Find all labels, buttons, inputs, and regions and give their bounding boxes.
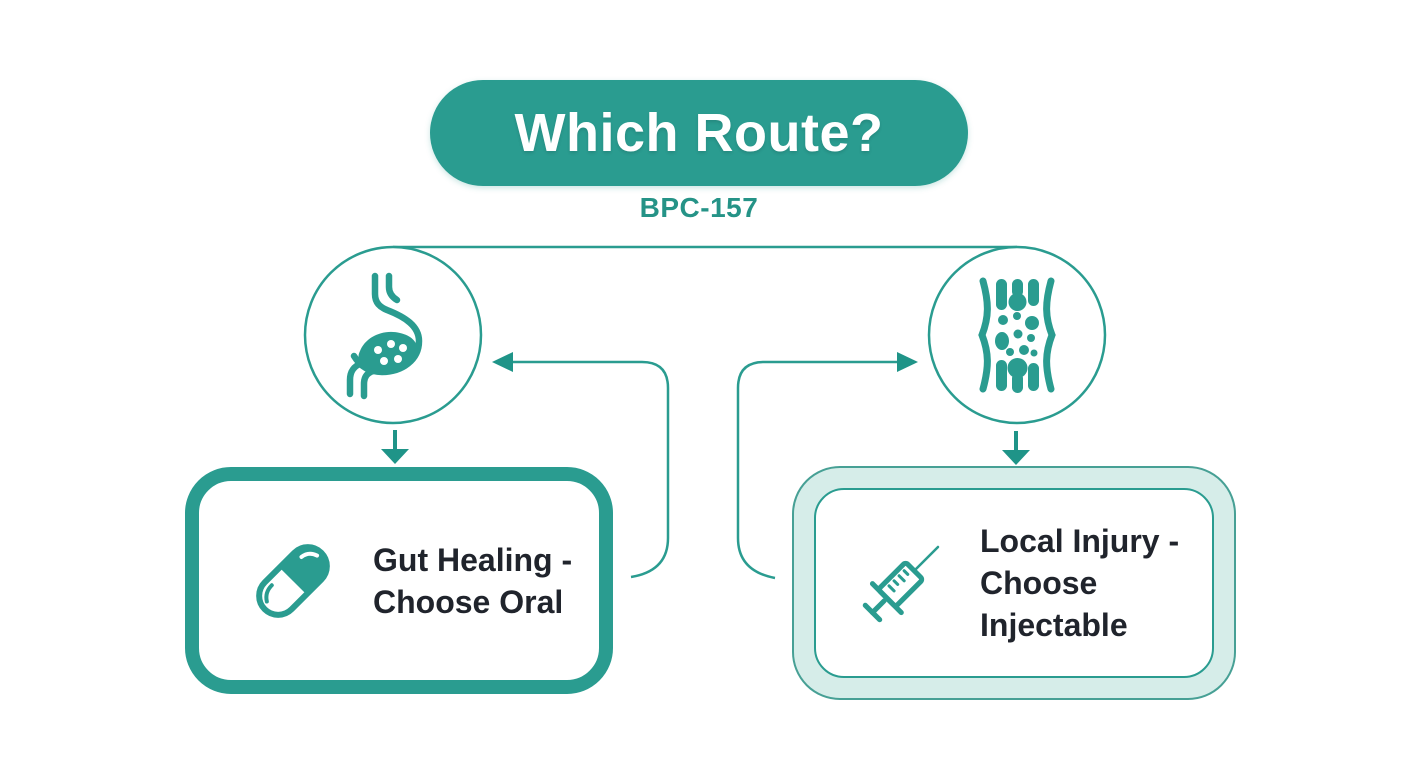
oral-to-gut-connector bbox=[492, 352, 670, 579]
injectable-card-line1: Local Injury - bbox=[980, 523, 1180, 559]
stomach-icon bbox=[346, 272, 423, 400]
injectable-to-injury-connector bbox=[736, 352, 918, 580]
oral-option-card: Gut Healing - Choose Oral bbox=[185, 467, 613, 694]
page-title: Which Route? bbox=[514, 103, 884, 163]
gut-to-oral-arrow bbox=[381, 430, 409, 464]
muscle-tissue-icon bbox=[978, 277, 1056, 393]
subtitle-label: BPC-157 bbox=[639, 192, 759, 223]
title-banner: Which Route? bbox=[430, 80, 968, 186]
injury-to-injectable-arrow bbox=[1002, 431, 1030, 465]
injectable-card-line2: Choose Injectable bbox=[980, 565, 1128, 643]
injectable-option-card: Local Injury - Choose Injectable bbox=[792, 466, 1236, 700]
capsule-icon bbox=[256, 543, 330, 618]
syringe-icon bbox=[862, 545, 940, 623]
injectable-card-inner: Local Injury - Choose Injectable bbox=[814, 488, 1214, 678]
oral-card-line2: Choose Oral bbox=[373, 583, 564, 620]
injectable-card-label: Local Injury - Choose Injectable bbox=[980, 520, 1212, 646]
oral-card-line1: Gut Healing - bbox=[373, 541, 573, 578]
oral-card-label: Gut Healing - Choose Oral bbox=[373, 539, 572, 623]
